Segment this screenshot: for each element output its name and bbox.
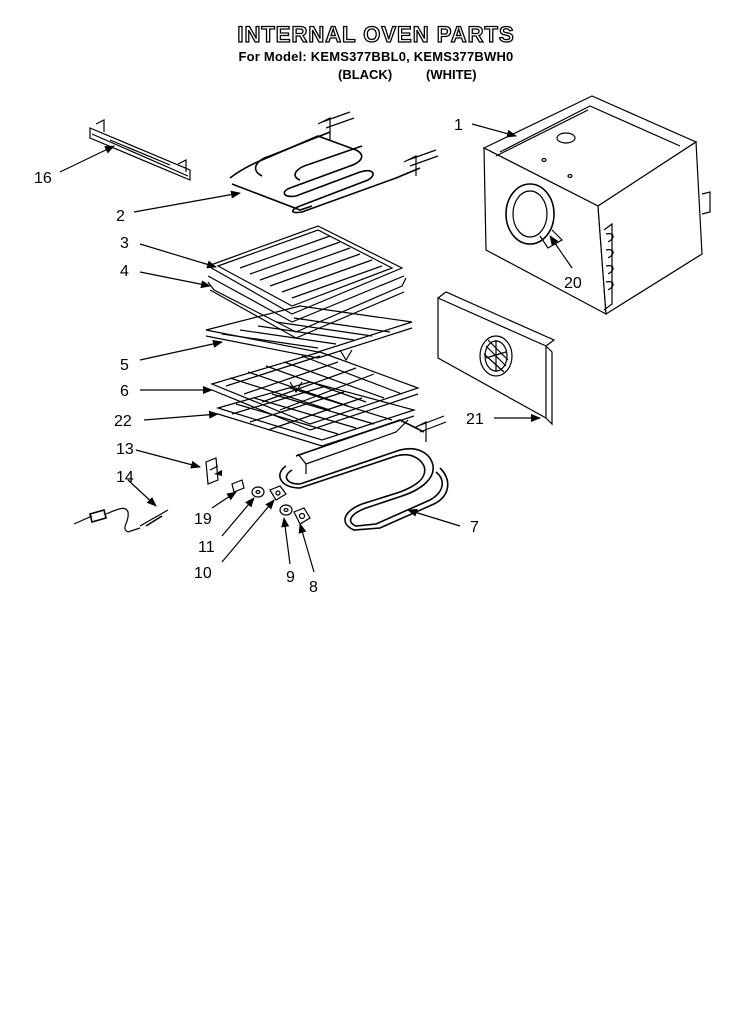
callout-22: 22 (114, 413, 132, 430)
callout-10: 10 (194, 565, 212, 582)
callout-7: 7 (470, 519, 479, 536)
part-10-nut (269, 485, 287, 501)
part-14-probe (73, 507, 169, 533)
callout-4: 4 (120, 263, 129, 280)
part-11-washer (251, 486, 265, 498)
model-line: For Model: KEMS377BBL0, KEMS377BWH0 (238, 49, 514, 64)
leader-11 (221, 497, 255, 537)
leader-22 (143, 410, 219, 421)
callout-8: 8 (309, 579, 318, 596)
part-2-broil-element (229, 111, 439, 214)
leader-13 (135, 449, 201, 469)
callout-9: 9 (286, 569, 295, 586)
callout-11: 11 (198, 539, 215, 556)
leader-2 (133, 190, 241, 213)
leader-1 (471, 123, 517, 138)
leader-19 (211, 491, 237, 509)
leader-9 (281, 517, 291, 565)
part-8-nut (293, 507, 311, 525)
part-13-bracket (205, 457, 222, 485)
callout-21: 21 (466, 411, 484, 428)
part-9-washer (279, 504, 293, 516)
part-19-spacer (231, 479, 245, 493)
model-white-label: (WHITE) (426, 67, 477, 82)
leader-3 (139, 243, 217, 269)
callout-3: 3 (120, 235, 129, 252)
leader-20 (549, 235, 573, 269)
leader-7 (407, 508, 461, 527)
part-21-fan-cover (437, 291, 556, 426)
leader-14 (127, 479, 157, 507)
callout-14: 14 (116, 469, 134, 486)
callout-13: 13 (116, 441, 134, 458)
callout-16: 16 (34, 170, 52, 187)
leader-4 (139, 271, 211, 289)
part-7-bake-element (279, 415, 449, 531)
leader-10 (221, 499, 275, 563)
callout-1: 1 (454, 117, 463, 134)
callout-2: 2 (116, 208, 125, 225)
page-title: INTERNAL OVEN PARTS (237, 21, 515, 47)
leader-8 (298, 523, 315, 573)
callout-19: 19 (194, 511, 212, 528)
part-1-oven-cavity (482, 95, 711, 316)
callout-5: 5 (120, 357, 129, 374)
part-5-upper-rack (205, 305, 413, 362)
part-3-broil-pan-insert (206, 225, 404, 315)
model-black-label: (BLACK) (338, 67, 393, 82)
callout-6: 6 (120, 383, 129, 400)
part-16-bracket (89, 119, 191, 181)
leader-5 (139, 340, 223, 361)
callout-labels: 1 2 3 4 5 6 7 8 9 10 11 13 14 16 19 20 2… (34, 117, 582, 596)
callout-20: 20 (564, 275, 582, 292)
leader-lines (59, 123, 573, 573)
leader-16 (59, 145, 115, 173)
